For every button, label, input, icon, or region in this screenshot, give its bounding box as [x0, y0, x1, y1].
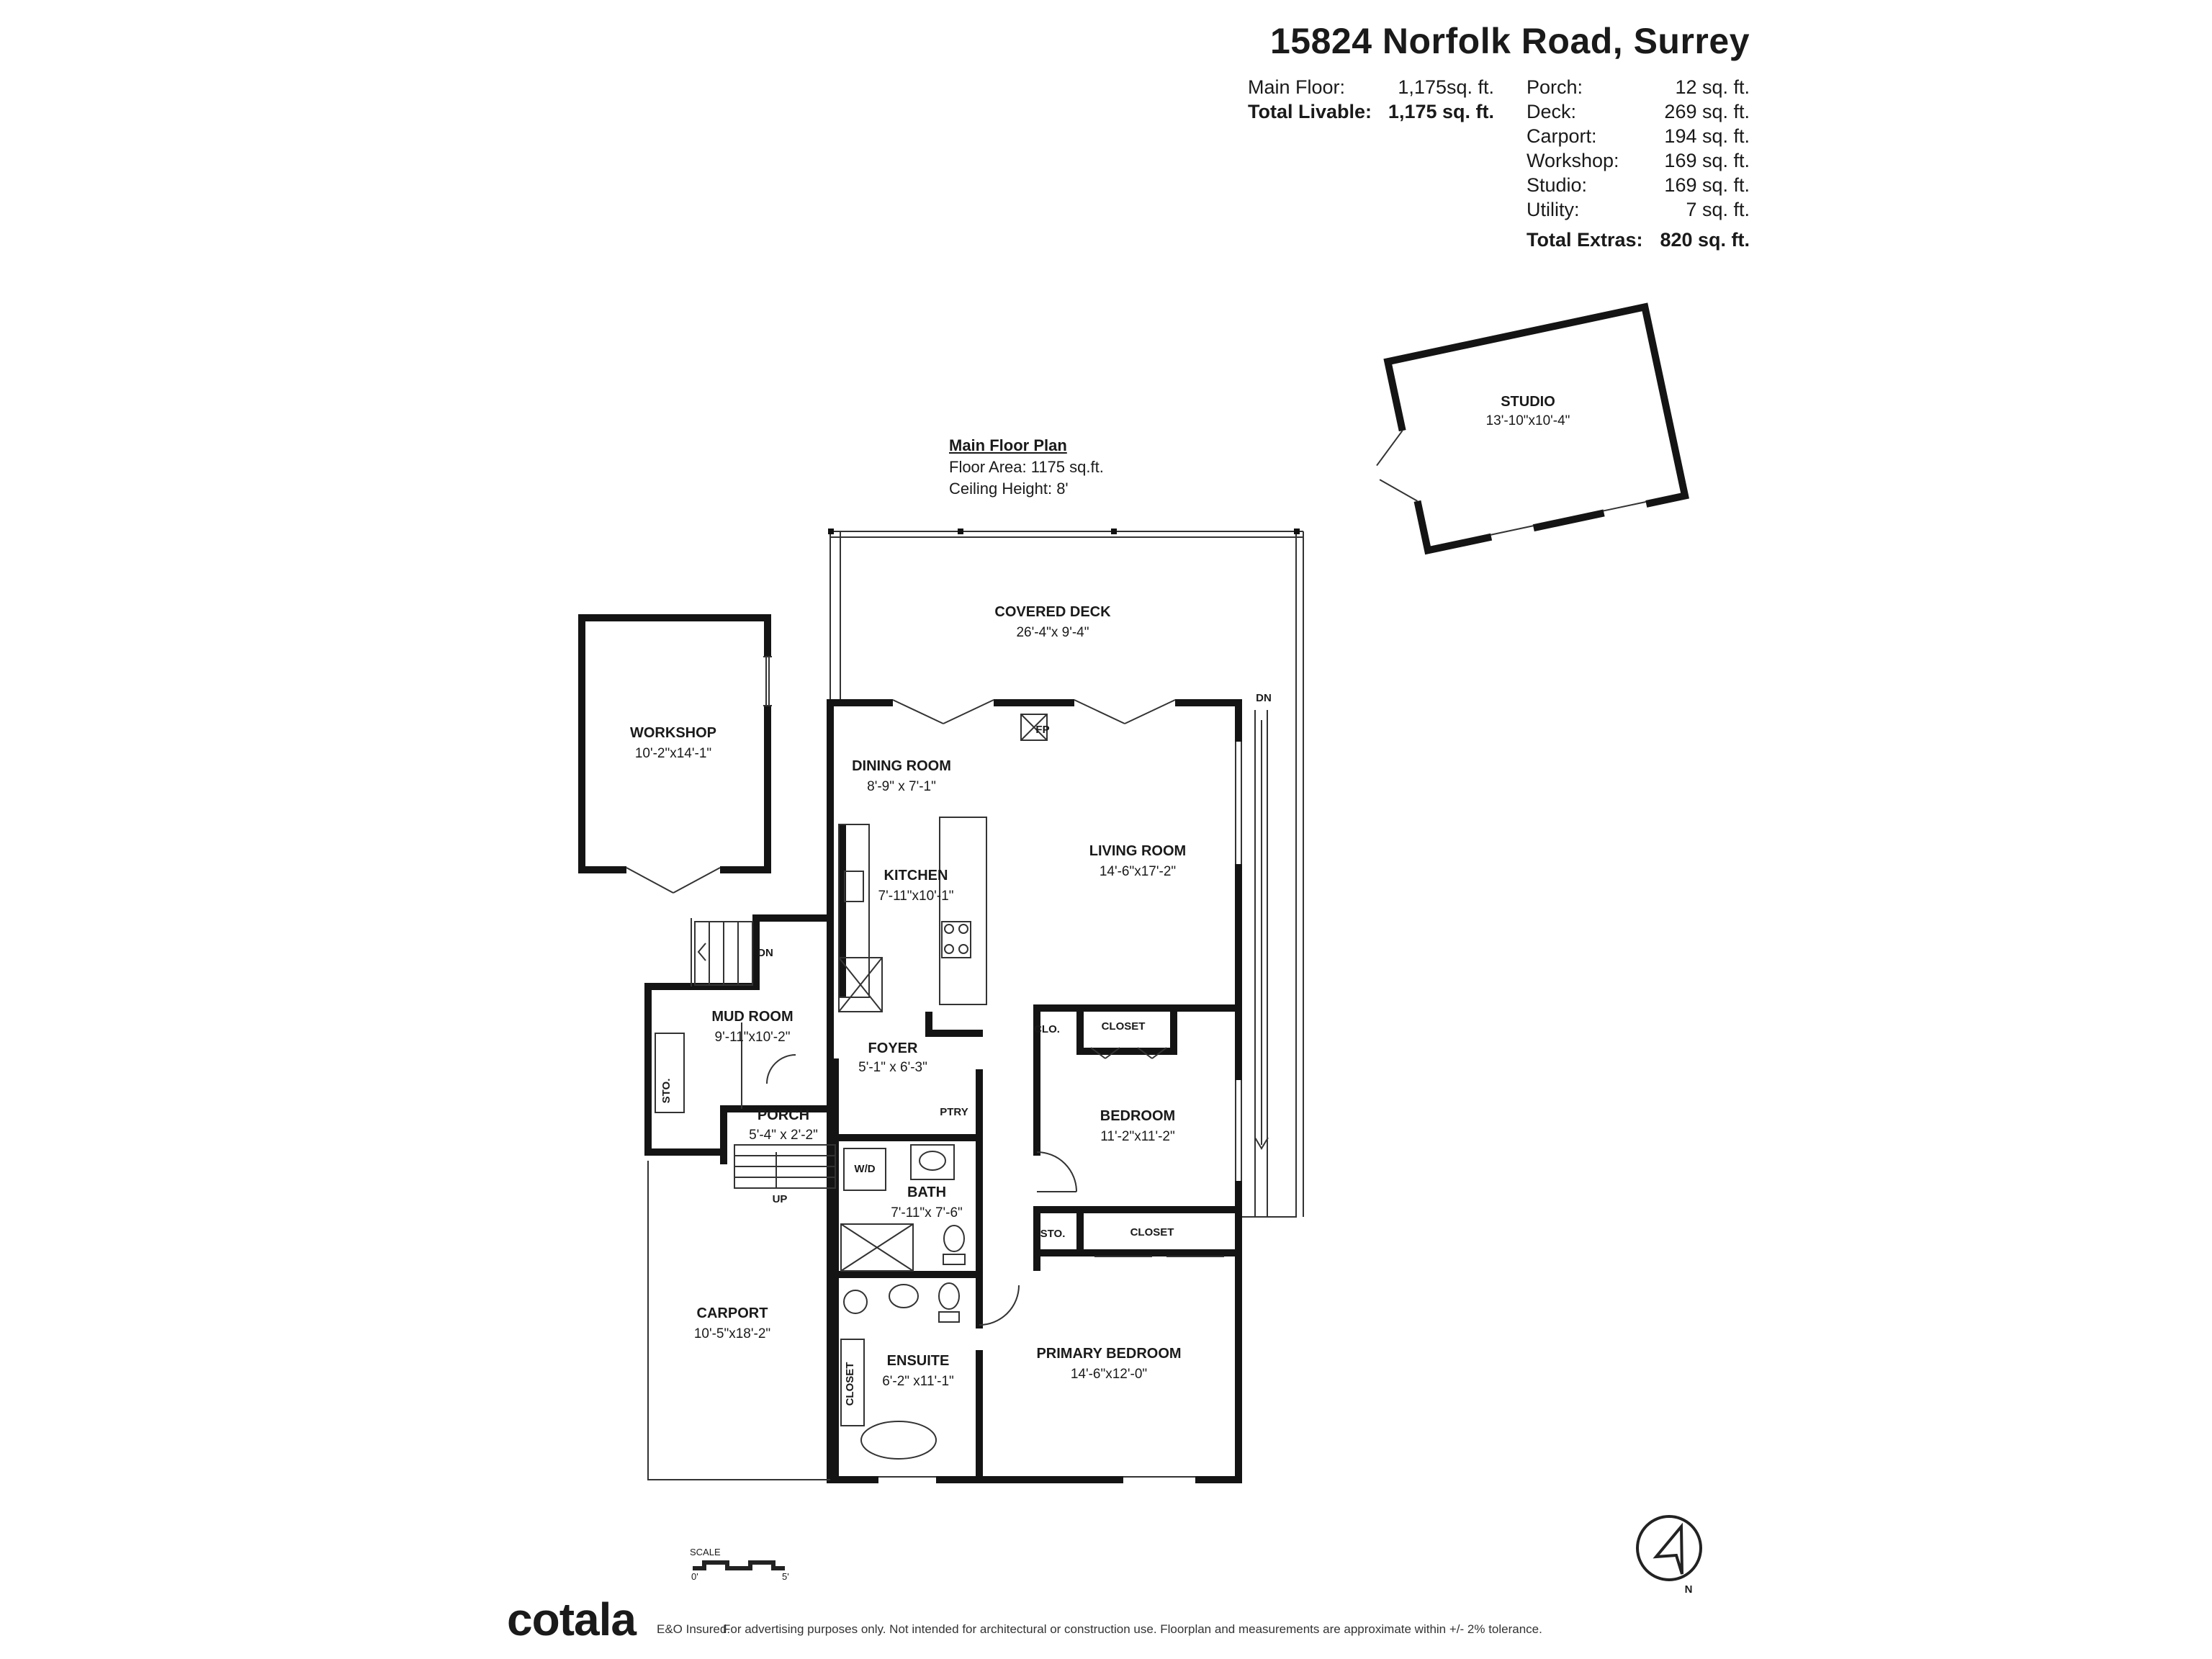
- living-room-dim: 14'-6"x17'-2": [1100, 864, 1176, 879]
- foyer-dim: 5'-1" x 6'-3": [858, 1060, 927, 1075]
- extra-value: 269 sq. ft.: [1664, 101, 1750, 122]
- windows: [878, 742, 1243, 1484]
- extra-value: 194 sq. ft.: [1664, 125, 1750, 147]
- disclaimer: For advertising purposes only. Not inten…: [723, 1622, 1542, 1636]
- covered-deck-name: COVERED DECK: [994, 604, 1111, 620]
- primary-bedroom-dim: 14'-6"x12'-0": [1071, 1367, 1147, 1382]
- carport-dim: 10'-5"x18'-2": [694, 1326, 770, 1341]
- bath-name: BATH: [907, 1184, 946, 1200]
- brand-insured: E&O Insured.: [657, 1622, 731, 1636]
- main-floor-value: 1,175sq. ft.: [1398, 76, 1494, 98]
- up-label: UP: [773, 1193, 788, 1205]
- workshop-dim: 10'-2"x14'-1": [635, 746, 711, 761]
- studio: [1376, 302, 1689, 555]
- ensuite-closet-label: CLOSET: [844, 1362, 856, 1406]
- stairs-dn-label: DN: [757, 947, 773, 959]
- dining-room-dim: 8'-9" x 7'-1": [867, 779, 936, 794]
- primary-closet-label: CLOSET: [1130, 1226, 1174, 1238]
- washer-dryer-label: W/D: [854, 1163, 875, 1175]
- extra-label: Porch:: [1527, 76, 1583, 98]
- plan-heading-title: Main Floor Plan: [949, 436, 1067, 454]
- main-floor-row: Main Floor: 1,175sq. ft.: [1248, 75, 1494, 99]
- total-livable-label: Total Livable:: [1248, 101, 1372, 122]
- extra-row: Utility: 7 sq. ft.: [1527, 197, 1750, 222]
- extra-row: Carport: 194 sq. ft.: [1527, 124, 1750, 148]
- mud-storage-label: STO.: [660, 1079, 673, 1104]
- bedroom-closet-label: CLOSET: [1102, 1020, 1146, 1033]
- foyer-name: FOYER: [868, 1040, 918, 1056]
- total-extras-row: Total Extras: 820 sq. ft.: [1527, 228, 1750, 252]
- covered-deck-dim: 26'-4"x 9'-4": [1016, 625, 1089, 640]
- kitchen-dim: 7'-11"x10'-1": [878, 889, 954, 904]
- bedroom-dim: 11'-2"x11'-2": [1100, 1129, 1174, 1144]
- total-extras-label: Total Extras:: [1527, 229, 1643, 251]
- extra-value: 12 sq. ft.: [1675, 76, 1750, 98]
- extra-label: Studio:: [1527, 174, 1588, 196]
- extra-row: Studio: 169 sq. ft.: [1527, 173, 1750, 197]
- workshop-name: WORKSHOP: [630, 725, 716, 741]
- total-livable-value: 1,175 sq. ft.: [1388, 101, 1494, 122]
- porch-name: PORCH: [757, 1107, 809, 1123]
- interior-walls: [832, 824, 1242, 1483]
- kitchen-counters: [838, 817, 987, 1012]
- pantry-label: PTRY: [940, 1106, 968, 1118]
- extra-value: 169 sq. ft.: [1664, 150, 1750, 171]
- bath-fixtures: [840, 1144, 966, 1460]
- plan-ceiling-height: Ceiling Height: 8': [949, 480, 1069, 498]
- compass-n-label: N: [1685, 1583, 1693, 1596]
- plan-floor-area: Floor Area: 1175 sq.ft.: [949, 458, 1104, 476]
- total-extras-value: 820 sq. ft.: [1660, 229, 1750, 251]
- primary-bedroom-name: PRIMARY BEDROOM: [1036, 1346, 1181, 1362]
- dining-room-name: DINING ROOM: [852, 758, 951, 774]
- porch-steps: [734, 1144, 836, 1189]
- workshop: [578, 614, 772, 894]
- porch-dim: 5'-4" x 2'-2": [749, 1128, 818, 1143]
- main-floor-label: Main Floor:: [1248, 76, 1346, 98]
- kitchen-name: KITCHEN: [884, 868, 948, 884]
- scale-bar: [693, 1560, 785, 1570]
- address-title: 15824 Norfolk Road, Surrey: [1269, 21, 1750, 61]
- extra-label: Deck:: [1527, 101, 1577, 122]
- hall-storage-label: STO.: [1040, 1228, 1066, 1240]
- livable-summary: Main Floor: 1,175sq. ft. Total Livable: …: [1248, 75, 1494, 124]
- studio-name: STUDIO: [1501, 394, 1555, 410]
- mud-room-name: MUD ROOM: [711, 1009, 793, 1025]
- scale-end: 5': [782, 1571, 789, 1582]
- extras-summary: Porch: 12 sq. ft. Deck: 269 sq. ft. Carpor…: [1527, 75, 1750, 252]
- mud-room-stairs: [655, 921, 796, 1113]
- living-room-name: LIVING ROOM: [1089, 843, 1186, 859]
- scale-label: SCALE: [690, 1547, 721, 1557]
- extra-label: Utility:: [1527, 199, 1580, 220]
- scale-start: 0': [691, 1571, 698, 1582]
- extra-label: Carport:: [1527, 125, 1597, 147]
- fireplace: [1020, 714, 1048, 741]
- carport-name: CARPORT: [697, 1305, 768, 1321]
- ensuite-name: ENSUITE: [887, 1353, 950, 1369]
- extra-value: 7 sq. ft.: [1686, 199, 1750, 220]
- covered-deck: [828, 529, 1304, 1218]
- extra-row: Deck: 269 sq. ft.: [1527, 99, 1750, 124]
- fireplace-label: FP: [1035, 724, 1049, 736]
- mud-room-dim: 9'-11"x10'-2": [715, 1030, 791, 1045]
- total-livable-row: Total Livable: 1,175 sq. ft.: [1248, 99, 1494, 124]
- brand-logo: cotala: [507, 1593, 637, 1645]
- extra-row: Porch: 12 sq. ft.: [1527, 75, 1750, 99]
- extra-row: Workshop: 169 sq. ft.: [1527, 148, 1750, 173]
- closet-small-label: CLO.: [1034, 1023, 1060, 1035]
- extra-value: 169 sq. ft.: [1664, 174, 1750, 196]
- bedroom-name: BEDROOM: [1100, 1108, 1175, 1124]
- deck-dn-label: DN: [1256, 692, 1272, 704]
- studio-dim: 13'-10"x10'-4": [1486, 413, 1570, 428]
- compass-icon: N: [1636, 1515, 1702, 1596]
- extra-label: Workshop:: [1527, 150, 1619, 171]
- ensuite-dim: 6'-2" x11'-1": [882, 1374, 954, 1389]
- bath-dim: 7'-11"x 7'-6": [891, 1205, 963, 1220]
- deck-doors: [892, 698, 1176, 724]
- plan-heading: Main Floor Plan Floor Area: 1175 sq.ft. …: [949, 435, 1104, 500]
